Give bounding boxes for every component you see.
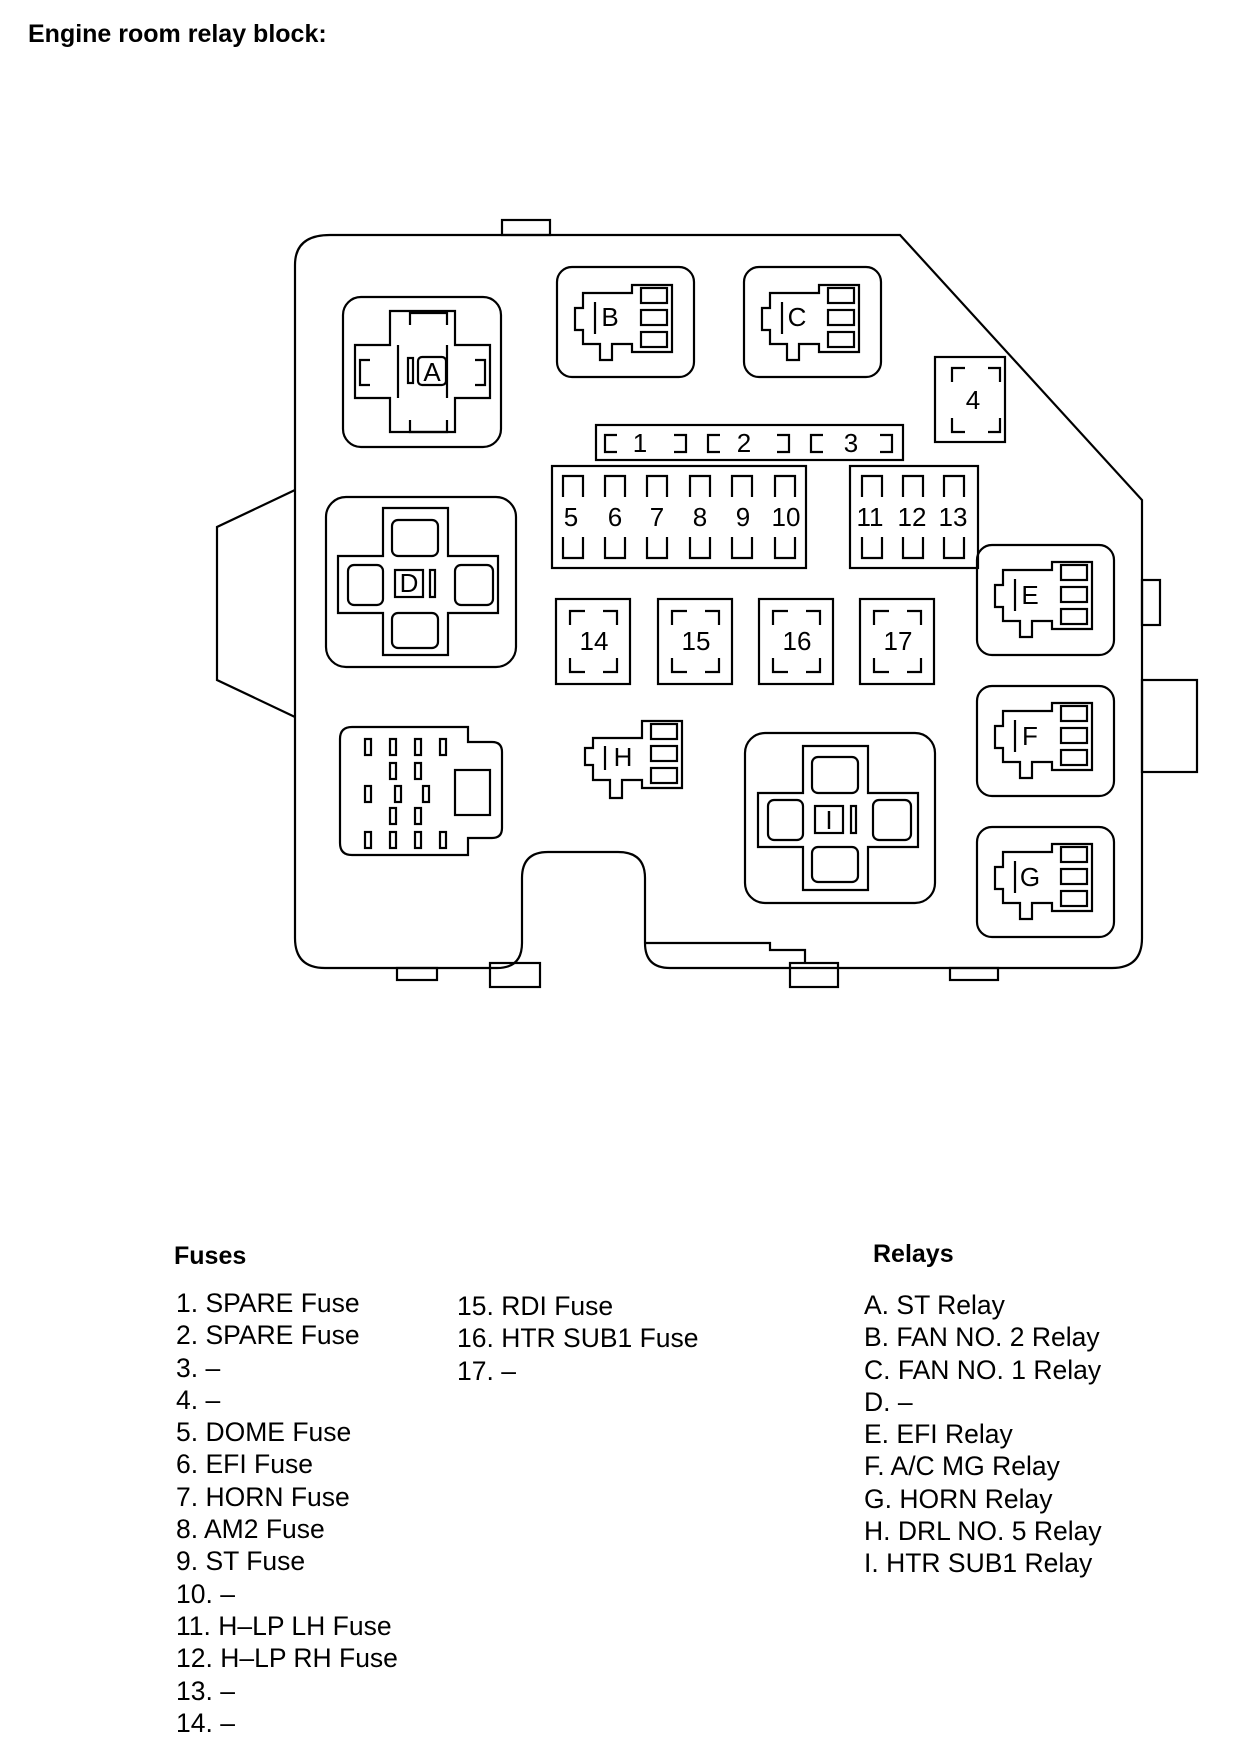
fuse-list-column-1: 1. SPARE Fuse 2. SPARE Fuse 3. – 4. – 5.…: [176, 1287, 398, 1739]
list-item: I. HTR SUB1 Relay: [864, 1548, 1093, 1579]
list-item: E. EFI Relay: [864, 1419, 1013, 1450]
relay-label-D: D: [400, 568, 419, 598]
fuse-label-12: 12: [898, 502, 927, 532]
fuse-label-6: 6: [608, 502, 622, 532]
fuse-strip-1-3: [594, 423, 905, 462]
list-item: 16. HTR SUB1 Fuse: [457, 1323, 699, 1354]
fuse-list-column-2: 15. RDI Fuse 16. HTR SUB1 Fuse 17. –: [457, 1290, 699, 1387]
relay-label-B: B: [601, 302, 618, 332]
relay-C: [742, 265, 883, 379]
list-item: 3. –: [176, 1352, 221, 1383]
fuse-label-10: 10: [772, 502, 801, 532]
list-item: 14. –: [176, 1707, 235, 1738]
list-item: 17. –: [457, 1355, 516, 1386]
relay-G: [975, 825, 1116, 939]
fuse-4-slot: [933, 355, 1007, 444]
fuse-block-5-10: [550, 464, 808, 570]
list-item: 4. –: [176, 1384, 221, 1415]
list-item: G. HORN Relay: [864, 1483, 1053, 1514]
list-item: D. –: [864, 1386, 913, 1417]
relay-F: [975, 684, 1116, 798]
fuse-label-11: 11: [857, 502, 884, 532]
relay-label-I: I: [825, 805, 832, 835]
list-item: H. DRL NO. 5 Relay: [864, 1516, 1102, 1547]
relays-heading: Relays: [873, 1240, 954, 1268]
relay-D: [324, 495, 518, 669]
fuse-label-16: 16: [783, 626, 812, 656]
list-item: 5. DOME Fuse: [176, 1417, 352, 1448]
list-item: 2. SPARE Fuse: [176, 1320, 360, 1351]
fuse-label-9: 9: [736, 502, 750, 532]
fuse-label-4: 4: [966, 385, 980, 415]
multi-pin-connector: [338, 725, 504, 857]
list-item: 7. HORN Fuse: [176, 1481, 350, 1512]
list-item: 12. H–LP RH Fuse: [176, 1643, 398, 1674]
list-item: 8. AM2 Fuse: [176, 1514, 325, 1545]
relay-label-G: G: [1020, 862, 1040, 892]
fuse-17-slot: [858, 597, 936, 686]
list-item: C. FAN NO. 1 Relay: [864, 1354, 1102, 1385]
list-item: F. A/C MG Relay: [864, 1451, 1060, 1482]
fuse-label-3: 3: [844, 428, 858, 458]
relay-A: [341, 295, 503, 449]
relay-label-F: F: [1022, 721, 1038, 751]
fuse-label-2: 2: [737, 428, 751, 458]
relay-H: [583, 719, 684, 800]
list-item: 9. ST Fuse: [176, 1546, 306, 1577]
fuse-label-1: 1: [633, 428, 647, 458]
relay-I: [743, 731, 937, 905]
list-item: 10. –: [176, 1578, 235, 1609]
list-item: A. ST Relay: [864, 1290, 1005, 1320]
page-title: Engine room relay block:: [28, 20, 327, 48]
relay-E: [975, 543, 1116, 657]
fuses-heading: Fuses: [174, 1242, 247, 1270]
list-item: B. FAN NO. 2 Relay: [864, 1322, 1100, 1353]
list-item: 13. –: [176, 1675, 235, 1706]
list-item: 1. SPARE Fuse: [176, 1288, 360, 1318]
list-item: 6. EFI Fuse: [176, 1449, 313, 1480]
relay-label-C: C: [788, 302, 807, 332]
fuse-block-11-13: [848, 464, 980, 570]
fuse-label-7: 7: [650, 502, 664, 532]
housing-outline: [293, 233, 1144, 970]
fuse-15-slot: [656, 597, 734, 686]
fuse-label-17: 17: [884, 626, 913, 656]
relay-label-E: E: [1021, 580, 1038, 610]
fuse-label-15: 15: [682, 626, 711, 656]
relay-label-A: A: [423, 357, 441, 387]
fuse-label-5: 5: [564, 502, 578, 532]
fuse-label-13: 13: [939, 502, 968, 532]
fuse-label-8: 8: [693, 502, 707, 532]
relay-B: [555, 265, 696, 379]
list-item: 15. RDI Fuse: [457, 1291, 614, 1321]
relay-label-H: H: [614, 742, 633, 772]
fuse-16-slot: [757, 597, 835, 686]
fuse-14-slot: [554, 597, 632, 686]
fuse-label-14: 14: [580, 626, 609, 656]
list-item: 11. H–LP LH Fuse: [176, 1610, 392, 1641]
relay-list: A. ST Relay B. FAN NO. 2 Relay C. FAN NO…: [864, 1289, 1102, 1580]
